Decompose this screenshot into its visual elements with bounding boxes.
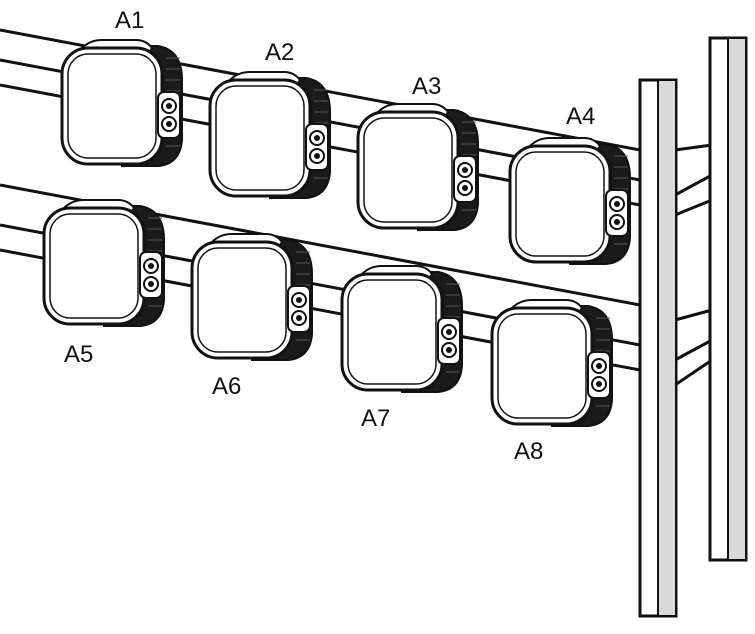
module-label: A6	[212, 373, 241, 400]
module-a5	[42, 199, 165, 327]
module-label: A5	[64, 341, 93, 368]
front-post	[638, 78, 678, 618]
module-label: A2	[265, 39, 294, 66]
module-label: A8	[514, 438, 543, 465]
module-a6	[190, 233, 313, 361]
module-a1	[60, 39, 183, 167]
module-a4	[508, 137, 631, 265]
post-braces	[674, 143, 713, 387]
module-label: A3	[412, 73, 441, 100]
module-a7	[340, 265, 463, 393]
module-a3	[356, 103, 479, 231]
module-label: A7	[361, 405, 390, 432]
module-label: A1	[115, 7, 144, 34]
module-label: A4	[566, 103, 595, 130]
module-a2	[208, 71, 331, 199]
rear-post	[708, 36, 748, 562]
module-a8	[490, 299, 613, 427]
